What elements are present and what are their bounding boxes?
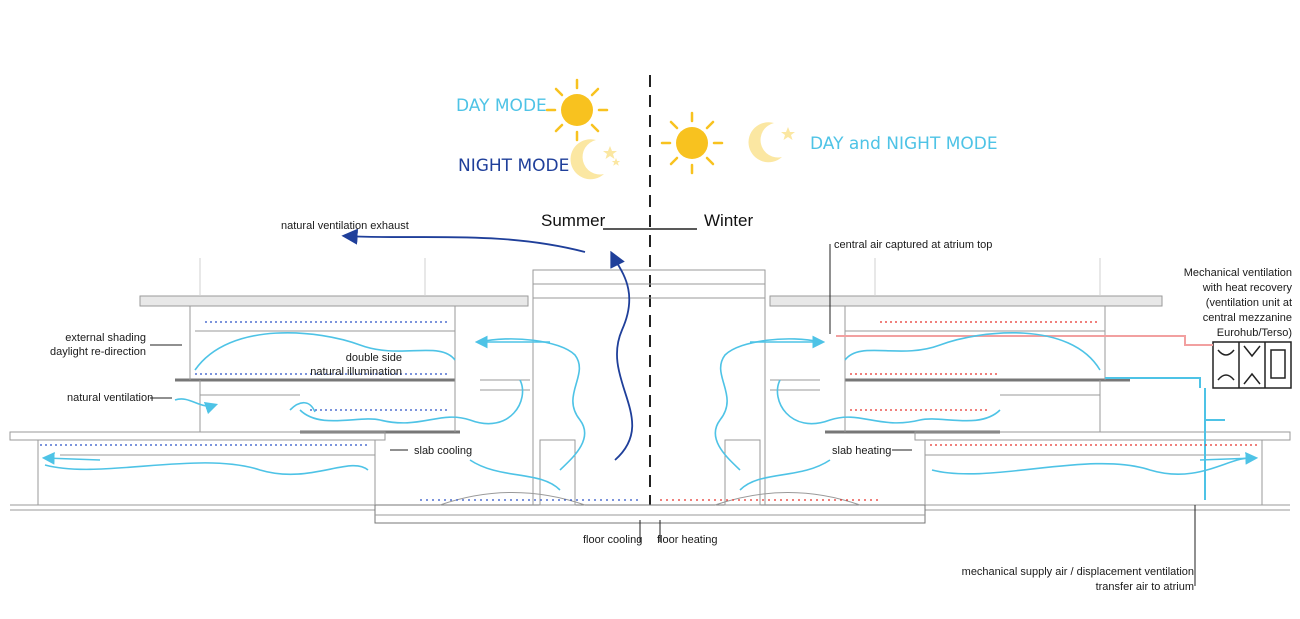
moon-icon <box>748 122 795 163</box>
slab-cooling-label: slab cooling <box>414 445 473 457</box>
central-air-duct <box>836 335 1213 346</box>
natural-ventilation-label: natural ventilation <box>67 392 154 404</box>
central-air-label: central air captured at atrium top <box>834 239 993 251</box>
double-side-illumination-label: double side natural illumination <box>310 352 402 378</box>
building-structure <box>9 258 1291 524</box>
night-mode-label: NIGHT MODE <box>458 156 570 176</box>
day-mode-label: DAY MODE <box>456 96 547 116</box>
slab-cooling-dots <box>40 321 640 501</box>
supply-duct <box>1105 377 1225 500</box>
floor-heating-label: floor heating <box>657 534 718 546</box>
slab-heating-dots <box>660 321 1260 501</box>
moon-icon <box>570 139 621 180</box>
mechanical-ventilation-label: Mechanical ventilation with heat recover… <box>1183 267 1292 339</box>
slab-heating-label: slab heating <box>832 445 892 457</box>
floor-cooling-label: floor cooling <box>583 534 643 546</box>
night-airflow <box>341 228 634 461</box>
label-leaders <box>150 344 1196 586</box>
summer-label: Summer <box>541 211 606 230</box>
ventilation-unit-icon <box>1212 341 1292 389</box>
day-airflow <box>41 331 1259 491</box>
mechanical-supply-label: mechanical supply air / displacement ven… <box>961 566 1194 593</box>
sun-icon <box>545 78 609 142</box>
sun-icon <box>660 111 724 175</box>
day-and-night-mode-label: DAY and NIGHT MODE <box>810 134 998 154</box>
winter-label: Winter <box>704 211 754 230</box>
external-shading-label: external shading daylight re-direction <box>50 332 146 358</box>
natural-ventilation-exhaust-label: natural ventilation exhaust <box>281 220 409 232</box>
